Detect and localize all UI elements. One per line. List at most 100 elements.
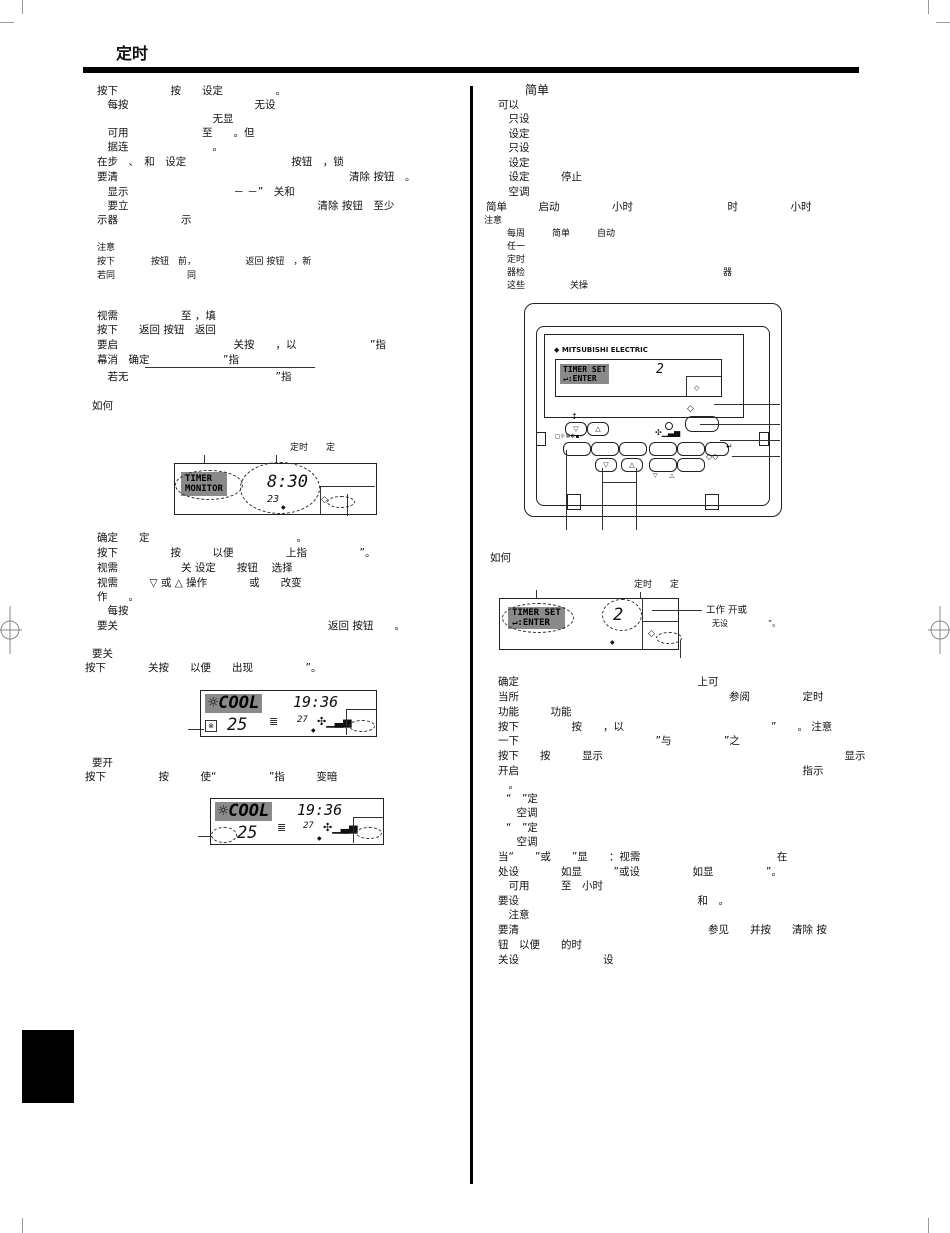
text-line: 按下 返回 按钮 返回 (97, 324, 216, 336)
enter-button[interactable] (705, 442, 729, 456)
text-line: 当所 参阅 定时 (498, 691, 824, 703)
leader-line (732, 456, 780, 457)
leader-line (700, 424, 780, 425)
text-line: 一下 ”与 ”之 (498, 735, 740, 747)
diamond-icon: ◇ (694, 384, 700, 392)
lcd-text: TIMER SET (563, 365, 607, 374)
lcd-divider (353, 817, 383, 818)
text-line: 注意 (498, 909, 530, 921)
text-line: 确定 定 。 (97, 532, 307, 544)
text-line: 只设 (498, 113, 530, 125)
dot-icon: ◆ (281, 504, 286, 511)
note-line: 若同 同 (97, 271, 197, 281)
crop-mark (22, 0, 23, 14)
callout-ellipse (656, 632, 682, 644)
text-line: 按下 关按 以便 出现 ”。 (85, 662, 322, 674)
text-line: 可以 (498, 99, 519, 111)
text-line: 要设 和 。 (498, 895, 729, 907)
callout-ellipse (502, 603, 574, 633)
lcd-divider (320, 486, 375, 487)
lcd-divider (642, 621, 678, 622)
text-line: 设定 停止 (498, 171, 582, 183)
fan-speed-icon: ✣▁▃▅ (655, 428, 681, 437)
lcd-setpoint: 25 (227, 715, 248, 735)
crop-mark (936, 22, 950, 23)
text-line: 视需 关 设定 按钮 选择 (97, 562, 293, 574)
lcd-divider (346, 709, 376, 710)
note-line: 任一 (498, 242, 526, 252)
timer-menu-button[interactable] (591, 442, 619, 456)
arrow-icons: ▽ △ (653, 472, 675, 479)
text-line: 设定 (498, 128, 530, 140)
fan-speed-icon: ✣▁▃▅ (317, 715, 352, 728)
note-heading: 注意 (484, 216, 503, 226)
text-line: 处设 如显 ”或设 如显 ”。 (498, 866, 782, 878)
leader-line (652, 610, 702, 611)
dot-icon: ◆ (610, 639, 615, 646)
crop-mark (928, 1218, 929, 1233)
crop-mark (22, 1218, 23, 1233)
leader-line (188, 729, 204, 730)
text-line: 设定 (498, 157, 530, 169)
column-separator (470, 86, 473, 1184)
text-line: 显示 － －” 关和 (97, 186, 295, 198)
callout-ellipse (240, 462, 320, 514)
timer-on-off-button[interactable] (619, 442, 647, 456)
ventilation-button[interactable] (677, 458, 705, 472)
clip (567, 494, 581, 510)
text-line: “ ”定 (506, 822, 538, 834)
text-line: 每按 (97, 605, 129, 617)
time-down-button[interactable]: ▽ (595, 458, 617, 472)
leader-line (602, 482, 637, 483)
text-line: 简单 启动 小时 时 小时 (486, 201, 812, 213)
leader-line (636, 468, 637, 530)
underline (145, 367, 315, 368)
leader-line (714, 404, 780, 405)
text-line: 示器 示 (97, 214, 192, 226)
lcd-clock: 19:36 (297, 801, 343, 819)
figure-label: 定时 定 (634, 580, 680, 590)
enter-icon: ↵ (726, 442, 733, 451)
remote-lcd-highlight: TIMER SET ↵:ENTER (560, 364, 610, 384)
note-line: 器检 器 (498, 268, 733, 278)
note-line: 定时 (498, 255, 526, 265)
text-line: 视需 至 ，填 (97, 310, 216, 322)
section-heading: 如何 (490, 552, 511, 564)
hinge (536, 432, 546, 446)
brand-logo: ◆ MITSUBISHI ELECTRIC (554, 346, 648, 354)
text-line: 可用 至 小时 (498, 880, 603, 892)
callout-ellipse (602, 599, 642, 631)
louver-button[interactable] (649, 458, 677, 472)
temp-up-button[interactable]: △ (587, 422, 609, 436)
note-line: 按下 按钮 前， 返回 按钮 ，新 (97, 257, 312, 267)
text-line: 按下 按 设定 。 (97, 85, 286, 97)
temp-down-button[interactable]: ▽ (565, 422, 587, 436)
mode-button[interactable] (563, 442, 591, 456)
vane-button[interactable] (677, 442, 705, 456)
fan-speed-button[interactable] (649, 442, 677, 456)
text-line: 空调 (506, 836, 538, 848)
leader-line (347, 494, 348, 516)
remote-screen-frame (544, 334, 744, 418)
text-line: 空调 (506, 807, 538, 819)
text-line: 只设 (498, 142, 530, 154)
text-line: 在步 、 和 设定 按钮 ，锁 (97, 156, 344, 168)
text-line: 作 。 (97, 591, 139, 603)
temp-icon: ↕ (571, 412, 578, 421)
figure-note: 无设 ”。 (712, 619, 781, 628)
time-up-button[interactable]: △ (621, 458, 643, 472)
text-line: 要关 返回 按钮 。 (97, 620, 405, 632)
diamond-icon: ◇ (321, 495, 328, 505)
registration-mark-left (0, 606, 22, 654)
text-line: 要清 参见 并按 清除 按 (498, 924, 827, 936)
page-title: 定时 (116, 44, 149, 63)
text-line: 幕消 确定 ”指 (97, 354, 239, 366)
leader-line (198, 836, 212, 837)
text-line: 按下 按 显示 显示 (498, 750, 866, 762)
section-heading: 如何 (92, 400, 113, 412)
text-line: 无显 (97, 113, 234, 125)
dot-icon: ◆ (311, 727, 316, 734)
lcd-clock: 19:36 (293, 693, 339, 711)
remote-controller: ◆ MITSUBISHI ELECTRIC TIMER SET ↵:ENTER … (524, 303, 782, 517)
lcd-divider (642, 599, 643, 649)
